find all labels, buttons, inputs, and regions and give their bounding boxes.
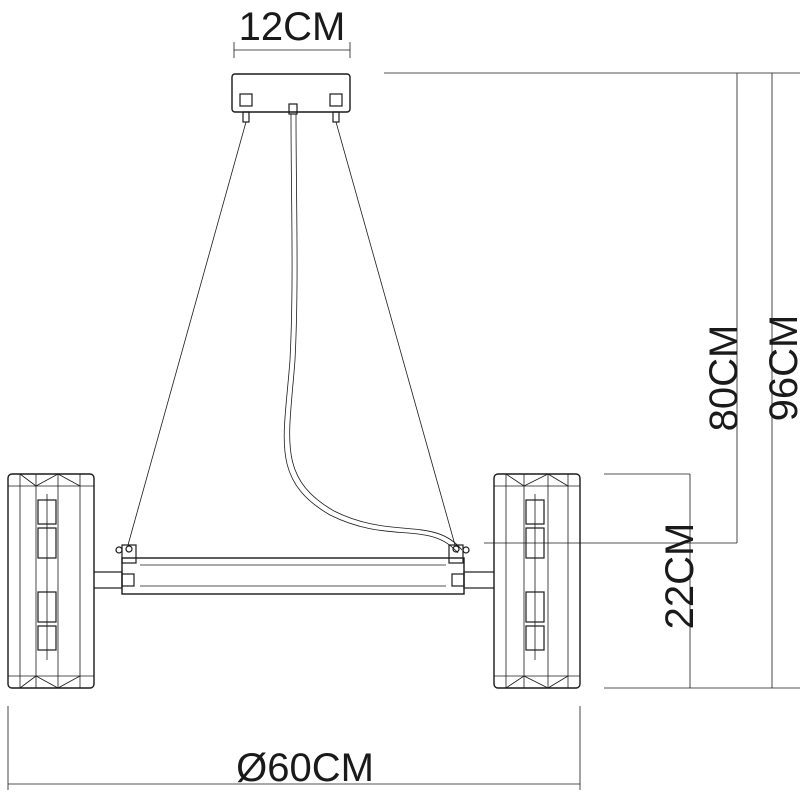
lamp-bar [85, 544, 499, 595]
right-crystal-shade [493, 473, 581, 689]
shade-height-dimension: 22CM [604, 473, 800, 689]
diameter-label: Ø60CM [236, 746, 374, 790]
canopy-width-label: 12CM [239, 5, 346, 49]
shade-height-label: 22CM [658, 523, 702, 630]
drop-length-label: 80CM [702, 325, 746, 432]
power-cord [283, 113, 463, 554]
left-crystal-shade [7, 473, 95, 689]
canopy-width-dimension: 12CM [233, 5, 351, 58]
suspension-cables [127, 121, 456, 546]
diameter-dimension: Ø60CM [7, 706, 581, 790]
total-height-dimension: 80CM 96CM [384, 72, 800, 688]
total-height-label: 96CM [762, 315, 800, 422]
